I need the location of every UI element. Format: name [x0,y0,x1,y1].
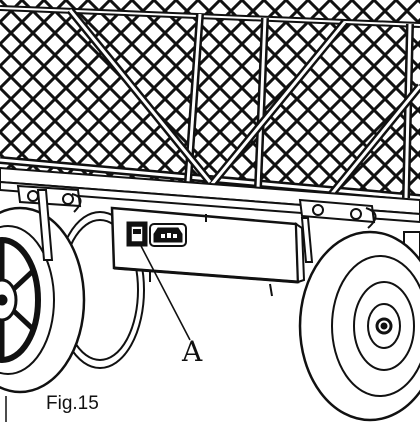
power-switch [126,221,148,247]
frame-leg [36,189,54,261]
axle-bracket-left [16,184,82,213]
frame-leg-right [300,217,314,263]
mesh-deck [0,0,420,202]
power-inlet-socket [149,223,187,247]
callout-label-a: A [182,335,203,368]
figure-caption: Fig.15 [46,393,99,414]
callout-leader-line [139,243,191,341]
right-wheel [298,230,420,422]
axle-bracket-right [298,198,377,229]
left-front-wheel [0,206,86,394]
